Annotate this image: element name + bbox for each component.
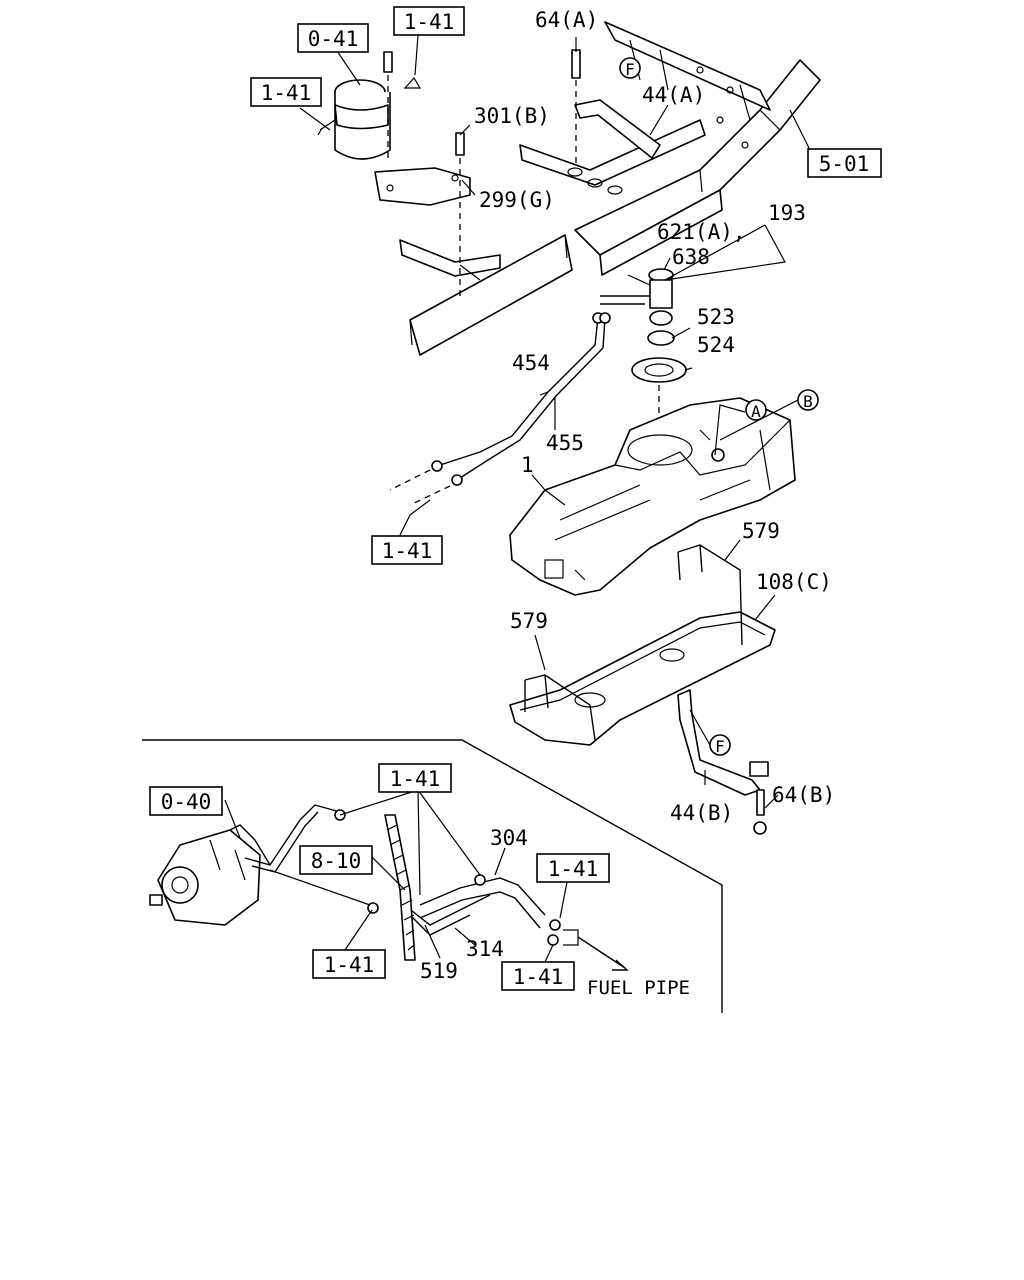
chassis-frame-rail-rear: [574, 21, 821, 276]
svg-text:8-10: 8-10: [311, 849, 362, 873]
chassis-frame-rail-front: [399, 234, 573, 356]
label-299g: 299(G): [479, 188, 555, 212]
tank-strap-44a: [571, 49, 661, 165]
fuel-sender-unit-638: [600, 268, 674, 326]
label-64a: 64(A): [535, 8, 598, 32]
ref-box-1-41-right: 1-41: [536, 853, 610, 883]
fuel-filter-assembly: [317, 51, 471, 206]
ref-box-0-41: 0-41: [297, 23, 369, 53]
fuel-line-extension-2: [409, 485, 451, 506]
chassis-frame-rail-middle: [519, 119, 706, 195]
label-304: 304: [490, 826, 528, 850]
label-44a: 44(A): [642, 83, 705, 107]
callout-b: B: [797, 389, 819, 411]
ref-box-8-10: 8-10: [299, 845, 373, 875]
callout-f-bottom: F: [709, 734, 731, 756]
label-44b: 44(B): [670, 801, 733, 825]
injection-pump-assembly: [149, 824, 271, 926]
svg-text:1-41: 1-41: [390, 767, 441, 791]
svg-text:B: B: [803, 392, 813, 411]
svg-text:1-41: 1-41: [382, 539, 433, 563]
label-64b: 64(B): [772, 783, 835, 807]
label-455: 455: [546, 431, 584, 455]
label-454: 454: [512, 351, 550, 375]
svg-text:1-41: 1-41: [324, 953, 375, 977]
label-524: 524: [697, 333, 735, 357]
tank-guard-108c: [509, 611, 776, 746]
fuel-pipe-label: FUEL PIPE: [587, 977, 690, 999]
label-519: 519: [420, 959, 458, 983]
ref-box-1-41-top: 1-41: [393, 6, 465, 36]
ref-box-1-41-mid: 1-41: [378, 763, 452, 793]
svg-text:1-41: 1-41: [261, 81, 312, 105]
fuel-line-extension-1: [389, 469, 431, 491]
tank-strap-579: [524, 544, 743, 741]
svg-text:F: F: [625, 60, 635, 79]
ref-box-1-41-bottom: 1-41: [312, 949, 386, 979]
svg-text:0-41: 0-41: [308, 27, 359, 51]
label-579-top: 579: [742, 519, 780, 543]
svg-text:0-40: 0-40: [161, 790, 212, 814]
svg-text:1-41: 1-41: [548, 857, 599, 881]
label-193: 193: [768, 201, 806, 225]
o-ring-523: [647, 330, 675, 346]
pipe-continuation-arrow: [577, 936, 629, 971]
ref-box-1-41-outlet: 1-41: [501, 961, 575, 991]
tank-strap-44b: [677, 689, 769, 835]
ref-box-1-41-left: 1-41: [250, 77, 322, 107]
svg-text:5-01: 5-01: [819, 152, 870, 176]
protective-sleeve-519: [384, 814, 416, 961]
label-1: 1: [521, 453, 534, 477]
label-301b: 301(B): [474, 104, 550, 128]
label-314: 314: [466, 937, 504, 961]
svg-text:F: F: [715, 737, 725, 756]
svg-text:1-41: 1-41: [404, 10, 455, 34]
pipe-bracket: [563, 929, 579, 946]
ref-box-0-40: 0-40: [149, 786, 223, 816]
ref-box-1-41-lines: 1-41: [371, 535, 443, 565]
callout-a: A: [745, 399, 767, 421]
ref-box-5-01: 5-01: [807, 148, 882, 178]
fuel-tank-1: [509, 397, 796, 596]
callout-f-top: F: [619, 57, 641, 79]
label-579-left: 579: [510, 609, 548, 633]
section-divider: [142, 739, 723, 1013]
fuel-lines-454-455: [431, 312, 611, 486]
label-108c: 108(C): [756, 570, 832, 594]
label-621a: 621(A),: [657, 220, 746, 244]
leader-lines: [224, 34, 811, 963]
svg-text:1-41: 1-41: [513, 965, 564, 989]
svg-text:A: A: [751, 402, 761, 421]
label-523: 523: [697, 305, 735, 329]
retainer-ring-524: [631, 357, 687, 383]
label-638: 638: [672, 245, 710, 269]
